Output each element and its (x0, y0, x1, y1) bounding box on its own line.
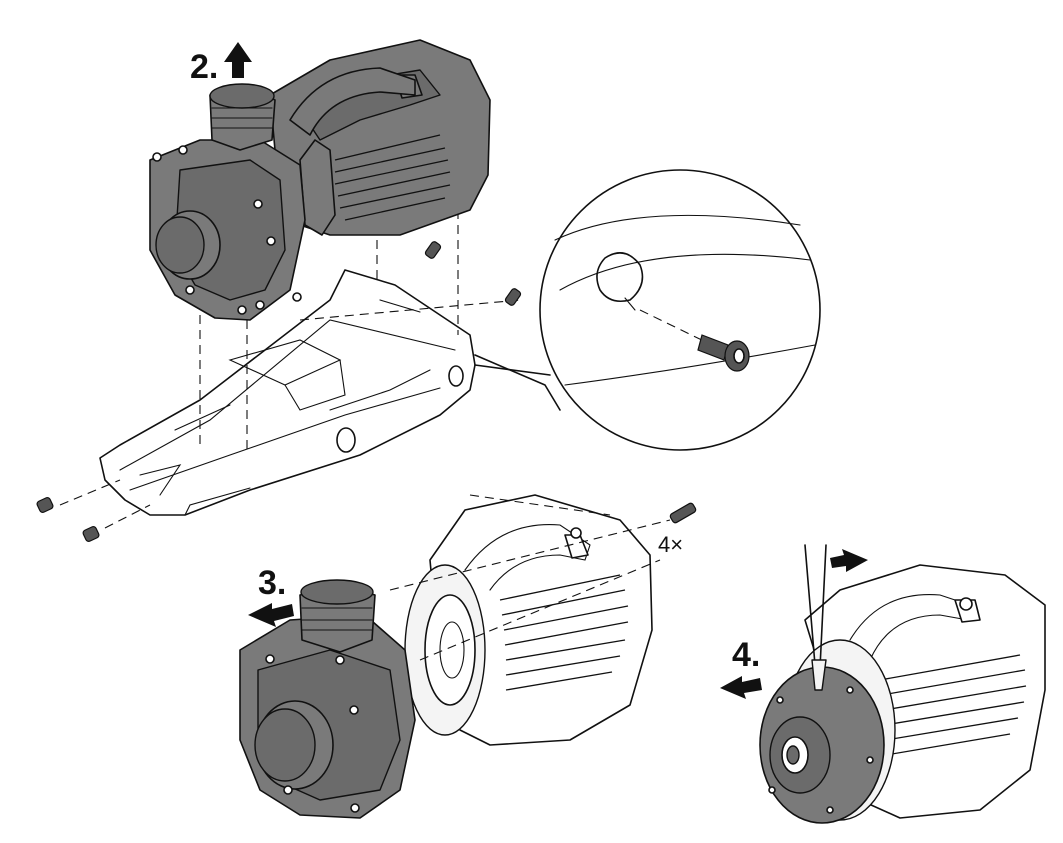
arrow-right-icon (830, 549, 868, 572)
pump-housing-lifted (149, 83, 306, 321)
pump-housing-step3 (239, 579, 416, 819)
pump-motor-lifted (269, 39, 491, 236)
detail-screw (697, 334, 750, 372)
screw-count-label: 4× (658, 532, 683, 557)
screwdriver (804, 544, 827, 691)
step-4-group: 4. (720, 544, 1046, 824)
step-3-group: 4× 3. (239, 494, 697, 819)
motor-body-step3 (404, 494, 653, 746)
detail-magnifier (474, 169, 821, 451)
arrow-up-icon (224, 42, 252, 78)
step-4-label: 4. (732, 636, 760, 674)
step-2-label: 2. (190, 48, 218, 86)
screw-icon (36, 241, 522, 543)
arrow-left-icon (720, 676, 762, 699)
screw-icon (669, 502, 697, 524)
pump-base (99, 269, 476, 516)
step-3-label: 3. (258, 564, 286, 602)
arrow-left-icon (248, 603, 294, 627)
step-2-group: 2. (36, 39, 522, 543)
